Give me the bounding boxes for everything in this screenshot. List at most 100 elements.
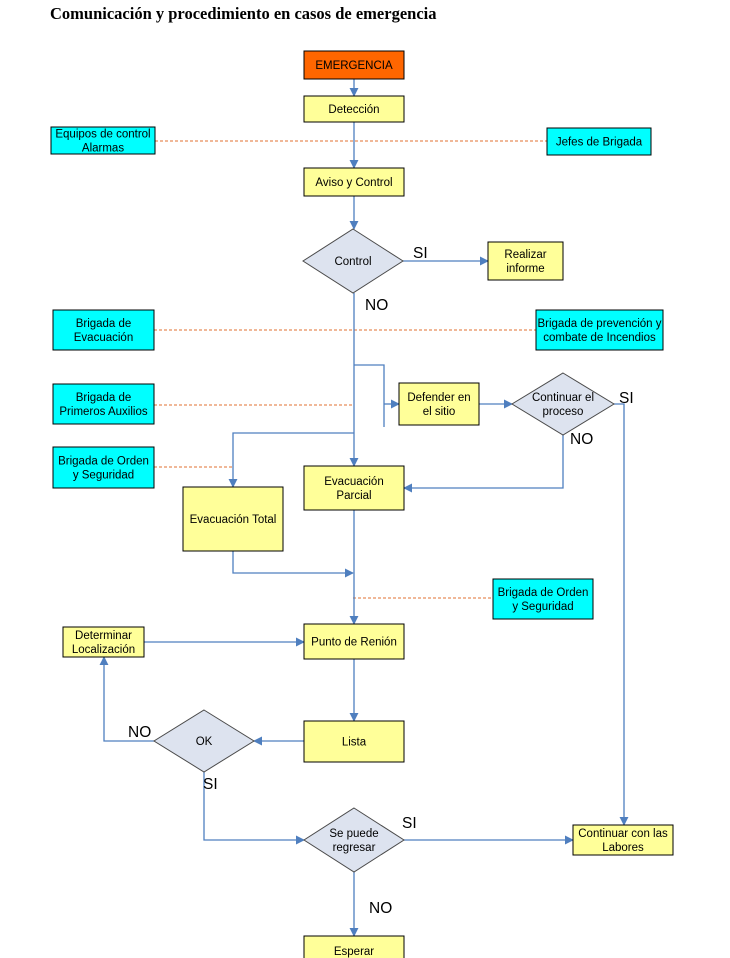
- node-box: [487, 241, 564, 281]
- node-control: Control: [302, 228, 404, 294]
- decision-diamond: [153, 709, 255, 773]
- flow-edge-17: [99, 656, 154, 742]
- node-aviso: Aviso y Control: [303, 167, 405, 197]
- node-box: [52, 446, 155, 489]
- node-label: Brigada de prevención y: [537, 318, 661, 330]
- flow-edge-6: [354, 364, 385, 427]
- node-deteccion: Detección: [303, 95, 405, 123]
- node-label: proceso: [543, 406, 584, 418]
- node-emergencia: EMERGENCIA: [303, 50, 405, 80]
- node-label: Determinar: [75, 630, 132, 642]
- node-label: Jefes de Brigada: [556, 137, 643, 149]
- node-label: Primeros Auxilios: [59, 406, 147, 418]
- node-label: y Seguridad: [73, 470, 134, 482]
- node-label: Brigada de: [76, 318, 132, 330]
- node-label: Brigada de Orden: [58, 456, 149, 468]
- page-title: Comunicación y procedimiento en casos de…: [50, 4, 437, 23]
- node-label: Evacuación: [324, 476, 383, 488]
- node-ok: OK: [153, 709, 255, 773]
- node-jefes: Jefes de Brigada: [546, 127, 652, 156]
- answer-control-no: NO: [365, 297, 388, 314]
- node-label: combate de Incendios: [543, 332, 656, 344]
- node-label: regresar: [333, 842, 376, 854]
- node-box: [182, 486, 284, 552]
- answer-proceso-si: SI: [619, 390, 634, 407]
- node-label: Lista: [342, 737, 367, 749]
- node-label: EMERGENCIA: [315, 60, 393, 72]
- node-label: Alarmas: [82, 143, 124, 155]
- node-label: Aviso y Control: [315, 177, 392, 189]
- decision-diamond: [302, 228, 404, 294]
- node-label: Evacuación Total: [190, 514, 277, 526]
- node-box: [50, 126, 156, 155]
- flow-edge-12: [232, 551, 354, 578]
- answer-proceso-no: NO: [570, 431, 593, 448]
- node-label: Parcial: [336, 490, 371, 502]
- node-continuar-proc: Continuar el proceso: [511, 372, 615, 436]
- decision-answers: SI NO SI NO NO SI SI NO: [128, 245, 634, 917]
- node-label: Se puede: [329, 828, 378, 840]
- flow-edge-10: [228, 432, 354, 488]
- node-box: [303, 720, 405, 763]
- node-label: Brigada de Orden: [498, 587, 589, 599]
- node-label: informe: [506, 263, 544, 275]
- node-brig-aux: Brigada de Primeros Auxilios: [52, 383, 155, 425]
- dashed-links: [154, 140, 547, 599]
- node-box: [535, 309, 664, 351]
- flow-edge-18: [203, 772, 305, 845]
- flow-edge-9: [403, 435, 564, 493]
- node-box: [52, 309, 155, 351]
- node-brig-prev: Brigada de prevención y combate de Incend…: [535, 309, 664, 351]
- answer-control-si: SI: [413, 245, 428, 262]
- node-box: [492, 578, 594, 620]
- node-box: [62, 626, 145, 658]
- node-label: Control: [334, 256, 371, 268]
- node-label: y Seguridad: [512, 601, 573, 613]
- node-label: Esperar: [334, 946, 374, 958]
- node-label: Realizar: [504, 249, 546, 261]
- node-box: [303, 935, 405, 958]
- decision-diamond: [511, 372, 615, 436]
- node-box: [303, 465, 405, 511]
- answer-puede-si: SI: [402, 815, 417, 832]
- decision-diamond: [303, 807, 405, 873]
- node-brig-orden1: Brigada de Orden y Seguridad: [52, 446, 155, 489]
- node-evac-total: Evacuación Total: [182, 486, 284, 552]
- node-box: [546, 127, 652, 156]
- node-esperar: Esperar: [303, 935, 405, 958]
- node-label: Punto de Renión: [311, 637, 397, 649]
- node-box: [398, 382, 480, 426]
- node-label: el sitio: [423, 406, 456, 418]
- flow-edges: [99, 79, 629, 937]
- node-brig-orden2: Brigada de Orden y Seguridad: [492, 578, 594, 620]
- node-label: Defender en: [407, 392, 470, 404]
- node-label: Localización: [72, 644, 135, 656]
- node-box: [303, 50, 405, 80]
- node-defender: Defender en el sitio: [398, 382, 480, 426]
- node-puede: Se puede regresar: [303, 807, 405, 873]
- node-realizar: Realizar informe: [487, 241, 564, 281]
- answer-ok-no: NO: [128, 724, 151, 741]
- node-label: Brigada de: [76, 392, 132, 404]
- node-box: [572, 824, 674, 856]
- node-box: [303, 623, 405, 660]
- answer-puede-no: NO: [369, 900, 392, 917]
- node-punto: Punto de Renión: [303, 623, 405, 660]
- node-label: Continuar el: [532, 392, 594, 404]
- node-lista: Lista: [303, 720, 405, 763]
- answer-ok-si: SI: [203, 776, 218, 793]
- node-label: OK: [196, 736, 213, 748]
- node-label: Continuar con las: [578, 828, 668, 840]
- node-label: Labores: [602, 842, 644, 854]
- node-box: [303, 95, 405, 123]
- flow-edge-11: [614, 403, 629, 826]
- node-label: Equipos de control: [55, 129, 150, 141]
- node-label: Detección: [328, 104, 379, 116]
